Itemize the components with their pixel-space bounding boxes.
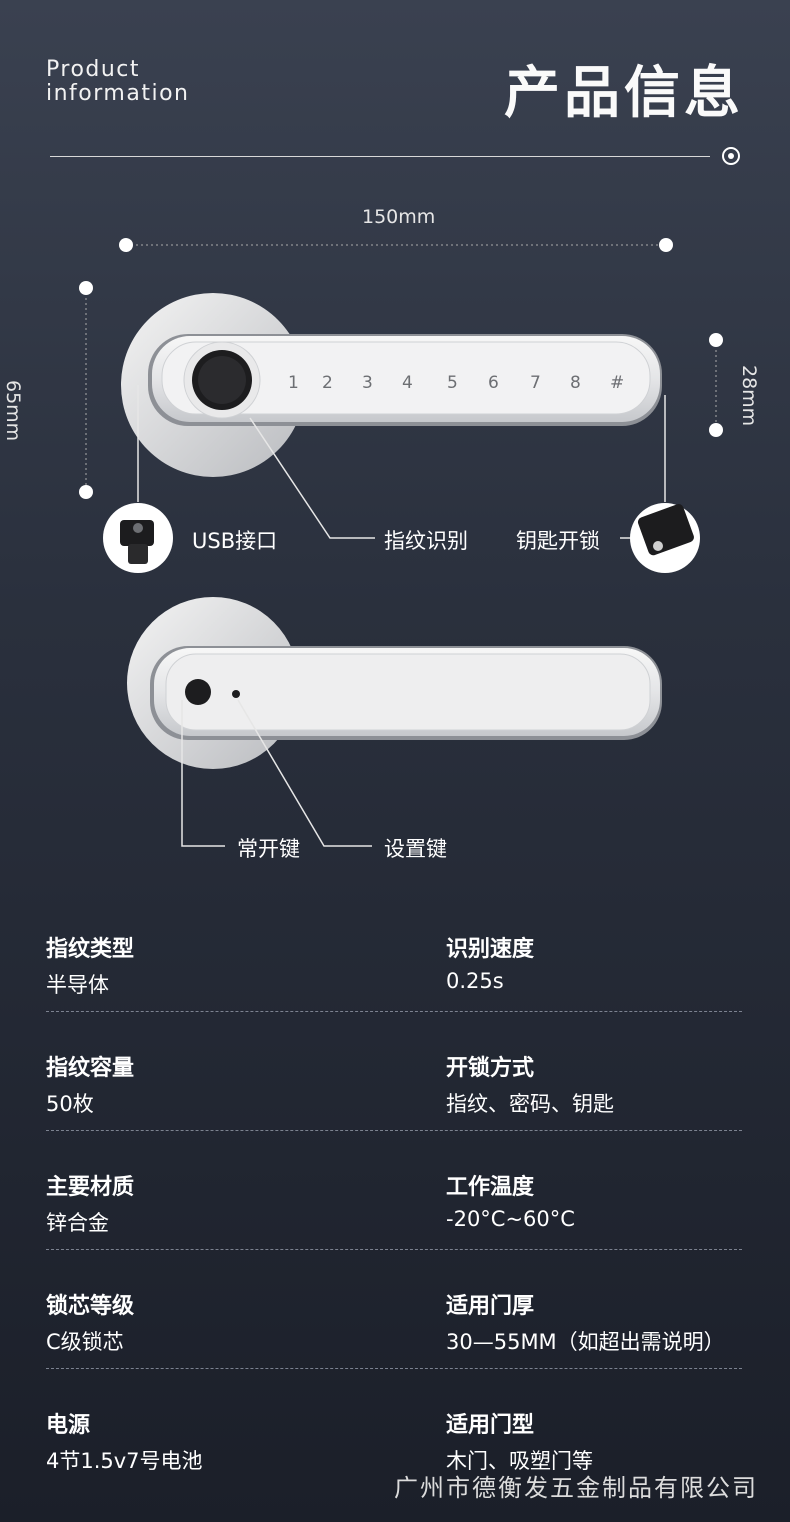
english-title-line1: Product	[46, 57, 141, 82]
product-illustration: 1 2 3 4 5 6 7 8 #	[79, 238, 723, 847]
width-dimension-label: 150mm	[362, 206, 436, 228]
spec-value: 木门、吸塑门等	[446, 1449, 593, 1473]
spec-value: 30—55MM（如超出需说明）	[446, 1330, 725, 1354]
keypad-key: 8	[570, 373, 581, 393]
key-cylinder-thumbnail	[630, 503, 700, 573]
spec-value: 4节1.5v7号电池	[46, 1449, 203, 1473]
spec-label: 识别速度	[446, 937, 535, 962]
spec-label: 主要材质	[46, 1175, 135, 1200]
keypad-key: 6	[488, 373, 499, 393]
keypad-key: 2	[322, 373, 333, 393]
keypad-key: 5	[447, 373, 458, 393]
spec-value: -20°C~60°C	[446, 1207, 575, 1231]
spec-label: 开锁方式	[446, 1056, 535, 1081]
page-title: 产品信息	[504, 61, 744, 126]
english-title: Product information	[46, 58, 189, 106]
keypad-key: 1	[288, 373, 299, 393]
spec-divider	[46, 1130, 742, 1131]
spec-label: 适用门厚	[446, 1294, 535, 1319]
lock-front-view	[121, 293, 662, 477]
spec-value: 50枚	[46, 1092, 94, 1116]
english-title-line2: information	[46, 81, 190, 106]
spec-label: 指纹类型	[46, 937, 135, 962]
keypad-key: 4	[402, 373, 413, 393]
normally-open-button-icon	[185, 679, 211, 705]
spec-divider	[46, 1249, 742, 1250]
spec-label: 工作温度	[446, 1175, 535, 1200]
spec-label: 适用门型	[446, 1413, 535, 1438]
keypad: 1 2 3 4 5 6 7 8 #	[288, 373, 624, 393]
callout-lines-top	[137, 385, 666, 539]
spec-value: 指纹、密码、钥匙	[446, 1092, 614, 1116]
depth-dimension-line	[709, 333, 723, 437]
key-unlock-label: 钥匙开锁	[516, 529, 600, 553]
spec-label: 锁芯等级	[46, 1294, 135, 1319]
spec-label: 电源	[46, 1413, 91, 1438]
width-dimension-line	[119, 238, 673, 252]
spec-divider	[46, 1011, 742, 1012]
spec-value: 锌合金	[46, 1211, 109, 1235]
keypad-key: 3	[362, 373, 373, 393]
usb-port-thumbnail	[103, 503, 173, 573]
company-watermark: 广州市德衡发五金制品有限公司	[394, 1474, 758, 1502]
spec-value: C级锁芯	[46, 1330, 124, 1354]
height-dimension-line	[79, 281, 93, 499]
spec-divider	[46, 1368, 742, 1369]
usb-port-label: USB接口	[192, 529, 278, 553]
spec-value: 半导体	[46, 973, 109, 997]
setting-key-label: 设置键	[384, 837, 447, 861]
fingerprint-label: 指纹识别	[384, 529, 468, 553]
normally-open-key-label: 常开键	[237, 837, 300, 861]
spec-label: 指纹容量	[46, 1056, 135, 1081]
keypad-key: 7	[530, 373, 541, 393]
setting-button-icon	[232, 690, 240, 698]
lock-back-view	[127, 597, 662, 769]
spec-value: 0.25s	[446, 969, 504, 993]
keypad-key: #	[610, 373, 624, 393]
target-icon	[722, 147, 740, 165]
callout-lines-bottom	[181, 699, 372, 847]
header-divider	[50, 156, 710, 157]
